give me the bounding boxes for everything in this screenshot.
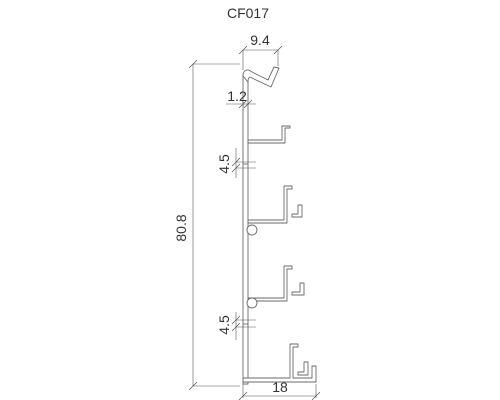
profile-outline	[242, 66, 317, 385]
total-height-label: 80.8	[173, 214, 189, 241]
shelf-2	[247, 185, 293, 224]
dim-top-width: 9.4	[238, 32, 283, 70]
dim-gap-upper: 4.5	[216, 148, 256, 178]
shelf-3-catch	[291, 282, 305, 296]
drawing-title: CF017	[227, 5, 269, 21]
top-width-label: 9.4	[250, 32, 270, 48]
shelf-4	[242, 343, 317, 383]
bottom-width-label: 18	[272, 379, 288, 395]
gap-upper-label: 4.5	[216, 154, 232, 174]
shelf-2-catch	[291, 204, 303, 218]
screw-port-2	[246, 297, 258, 309]
gap-lower-label: 4.5	[216, 315, 232, 335]
dim-bottom-width: 18	[238, 379, 321, 400]
screw-port-1	[246, 224, 258, 236]
top-hook	[242, 66, 280, 88]
wall-thickness-label: 1.2	[227, 88, 247, 104]
dim-wall-thickness: 1.2	[226, 88, 256, 109]
dim-total-height: 80.8	[173, 59, 240, 391]
shelf-1	[247, 125, 291, 144]
base-catch	[297, 361, 309, 376]
dim-gap-lower: 4.5	[216, 312, 256, 340]
shelf-3	[247, 265, 293, 302]
